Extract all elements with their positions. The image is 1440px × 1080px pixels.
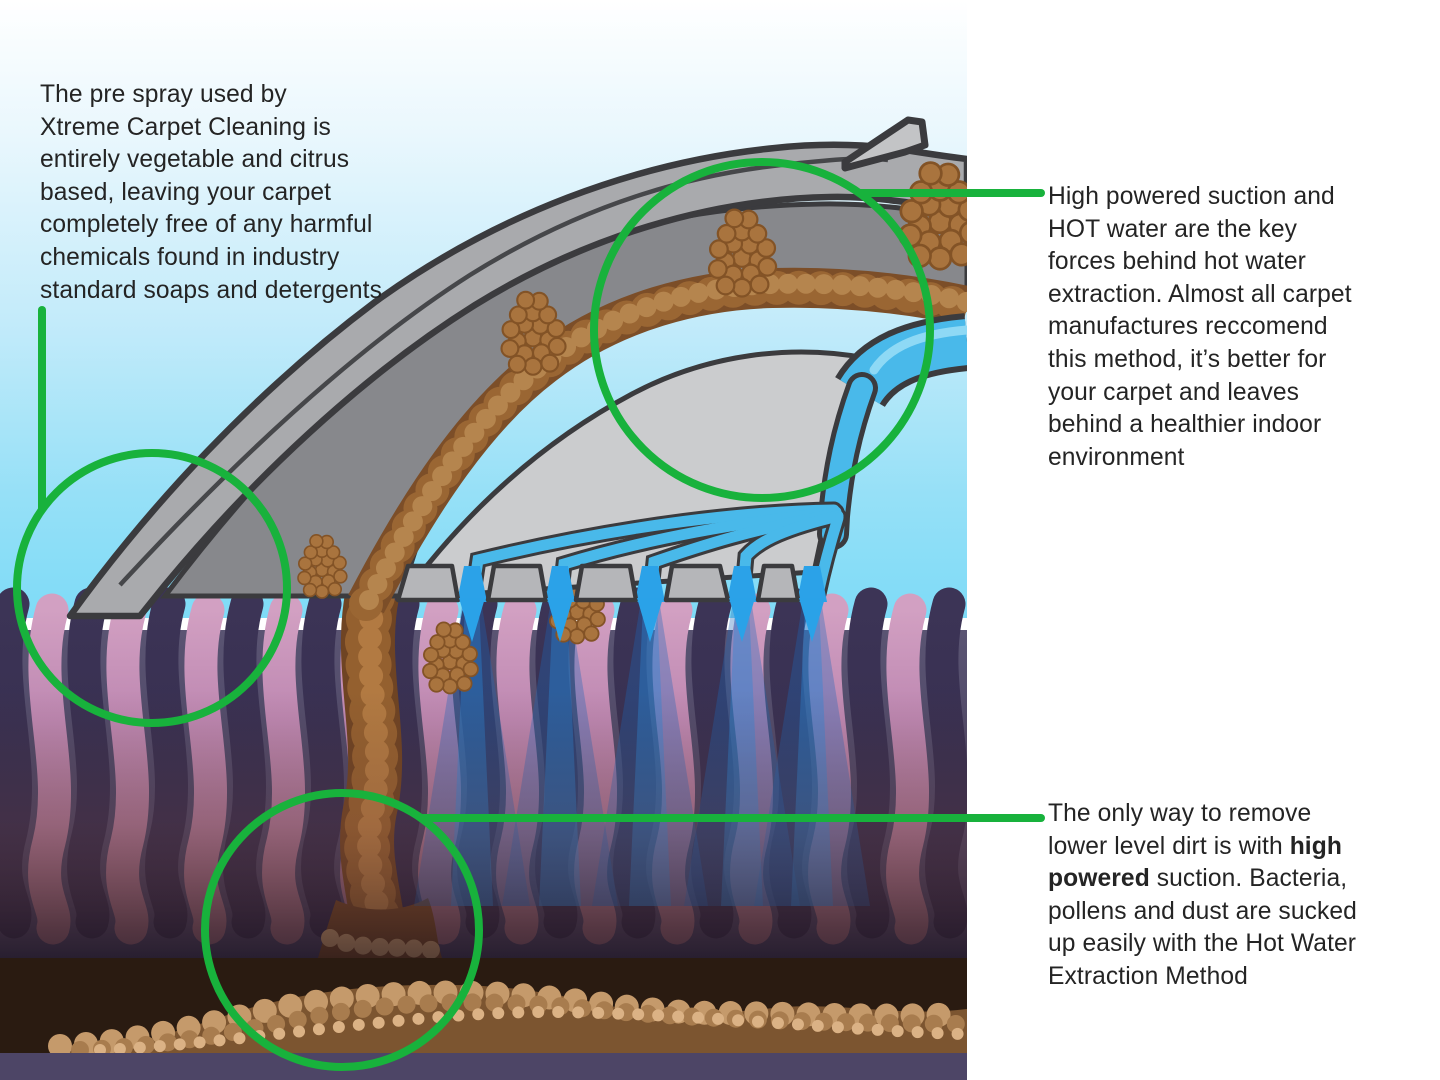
water-jets: [457, 566, 827, 602]
lower-dirt-line: pollens and dust are sucked: [1048, 897, 1357, 925]
shell-inner-line: [118, 156, 889, 587]
highlight-circle-lower-dirt: [201, 789, 483, 1071]
carpet-depth-shading: [0, 690, 967, 958]
lower-dirt-layer: [0, 958, 967, 1080]
dirt-stream: [348, 267, 967, 621]
lower-dirt-line: up easily with the Hot Water: [1048, 930, 1357, 958]
hot-water-tube: [463, 313, 967, 609]
lower-dirt-line: powered suction. Bacteria,: [1048, 865, 1348, 893]
annotation-lower-dirt-text: The only way to remove lower level dirt …: [1048, 798, 1430, 994]
base-band: [0, 1053, 967, 1080]
lower-dirt-line: lower level dirt is with high: [1048, 832, 1342, 860]
annotation-suction-text: High powered suction and HOT water are t…: [1048, 183, 1352, 471]
lower-dirt-line: The only way to remove: [1048, 800, 1312, 827]
vacuum-head: [66, 116, 967, 642]
highlight-circle-suction: [590, 158, 934, 502]
lower-dirt-line: Extraction Method: [1048, 962, 1248, 990]
jet-spray-tips: [459, 598, 825, 642]
highlight-circle-pre-spray: [13, 449, 291, 727]
carpet-cross-section: [0, 571, 967, 981]
annotation-pre-spray-text: The pre spray used by Xtreme Carpet Clea…: [40, 81, 382, 304]
base-plate-segments: [395, 563, 801, 603]
shell-top-flap: [841, 116, 929, 172]
annotation-highlights: [13, 158, 1045, 1071]
